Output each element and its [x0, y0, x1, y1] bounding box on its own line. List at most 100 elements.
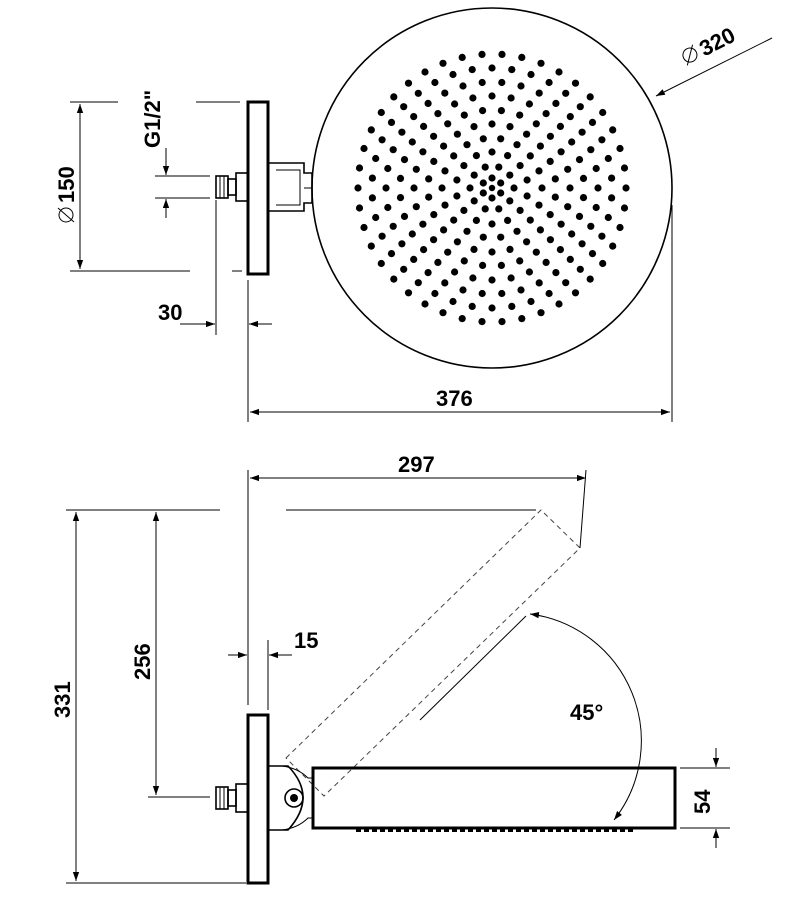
nozzle-dot [556, 122, 565, 130]
nozzle-dot [389, 146, 397, 154]
nozzle-dot [497, 233, 505, 241]
nozzle-dot [516, 162, 524, 170]
nozzle-dot [508, 66, 516, 74]
nozzle-tick [596, 828, 601, 832]
nozzle-dot [419, 220, 427, 228]
nozzle-dot [598, 136, 606, 144]
nozzle-dot [389, 222, 397, 230]
nozzle-dot [622, 184, 630, 192]
nozzle-dot [599, 259, 607, 268]
nozzle-dot [568, 230, 576, 238]
dim-flange-diameter: 150 [54, 166, 79, 203]
nozzle-dot [498, 318, 506, 326]
nozzle-dot [479, 107, 487, 115]
nozzle-dot [469, 274, 477, 282]
nozzle-dot [586, 93, 594, 101]
nozzle-dot [470, 245, 478, 253]
nozzle-dot [542, 110, 550, 118]
nozzle-pattern [354, 50, 630, 326]
nozzle-tick [396, 828, 401, 832]
nozzle-dot [419, 148, 427, 156]
nozzle-dot [479, 189, 487, 197]
nozzle-dot [526, 216, 534, 224]
nozzle-tick [548, 828, 553, 832]
dim-flange-thickness: 15 [294, 628, 318, 653]
nozzle-dot [430, 236, 438, 244]
nozzle-tick [540, 828, 545, 832]
nozzle-dot [450, 216, 458, 224]
nozzle-dot [377, 108, 385, 117]
diameter-symbol-icon [58, 207, 74, 223]
nozzle-dot [466, 184, 474, 192]
nozzle-dot [488, 148, 496, 156]
nozzle-tick [412, 828, 417, 832]
dim-tilt-angle: 45° [570, 700, 603, 725]
nozzle-dot [566, 184, 574, 192]
nozzle-dot [510, 184, 518, 192]
nozzle-dot [518, 53, 526, 62]
nozzle-dot [382, 184, 390, 192]
nozzle-dot [410, 255, 418, 263]
nozzle-dot [367, 242, 375, 250]
nozzle-dot [420, 246, 428, 254]
wall-flange-side [246, 713, 270, 885]
nozzle-dot [440, 226, 448, 234]
nozzle-dot [497, 107, 505, 115]
nozzle-dot [608, 174, 616, 182]
swivel-joint-top [268, 162, 313, 212]
nozzle-dot [575, 156, 584, 164]
nozzle-dot [396, 194, 405, 202]
nozzle-dot [488, 304, 496, 312]
nozzle-dot [355, 204, 364, 212]
nozzle-dot [470, 171, 478, 179]
nozzle-dot [440, 142, 448, 150]
nozzle-dot [372, 154, 380, 163]
nozzle-dot [506, 171, 514, 179]
nozzle-dot [507, 94, 515, 102]
nozzle-dot [516, 257, 524, 265]
nozzle-dot [555, 300, 563, 308]
nozzle-dot [506, 123, 514, 131]
nozzle-dot [387, 118, 396, 126]
nozzle-tick [572, 828, 577, 832]
nozzle-dot [478, 50, 486, 59]
nozzle-tick [388, 828, 393, 832]
nozzle-dot [535, 201, 543, 209]
nozzle-dot [579, 194, 588, 202]
nozzle-dot [542, 258, 550, 266]
nozzle-dot [378, 136, 386, 144]
nozzle-dot [360, 144, 368, 153]
nozzle-dot [555, 68, 563, 76]
nozzle-dot [537, 59, 545, 67]
nozzle-dot [451, 100, 459, 108]
dim-connection-height: 256 [130, 643, 155, 680]
nozzle-dot [390, 93, 398, 101]
dim-head-diameter: 320 [695, 22, 739, 61]
nozzle-dot [609, 242, 617, 250]
nozzle-dot [439, 309, 447, 317]
nozzle-dot [576, 265, 584, 273]
nozzle-dot [368, 174, 376, 182]
nozzle-dot [468, 302, 476, 310]
nozzle-tick [588, 828, 593, 832]
nozzle-dot [571, 79, 580, 87]
nozzle-dot [459, 286, 467, 294]
nozzle-dot [523, 176, 531, 184]
nozzle-dot [354, 184, 362, 192]
nozzle-dot [438, 184, 446, 192]
nozzle-dot [504, 152, 512, 160]
nozzle-dot [517, 82, 525, 90]
nozzle-tick [404, 828, 409, 832]
nozzle-dot [421, 68, 429, 76]
nozzle-dot [498, 78, 506, 87]
nozzle-dot [368, 194, 376, 202]
nozzle-dot [460, 162, 468, 170]
nozzle-dot [523, 192, 531, 200]
nozzle-dot [497, 179, 505, 187]
dim-arm-projection: 297 [398, 452, 435, 477]
nozzle-dot [488, 220, 496, 228]
dim-total-height: 331 [50, 681, 75, 718]
nozzle-dot [598, 232, 606, 240]
nozzle-dot [538, 184, 546, 192]
